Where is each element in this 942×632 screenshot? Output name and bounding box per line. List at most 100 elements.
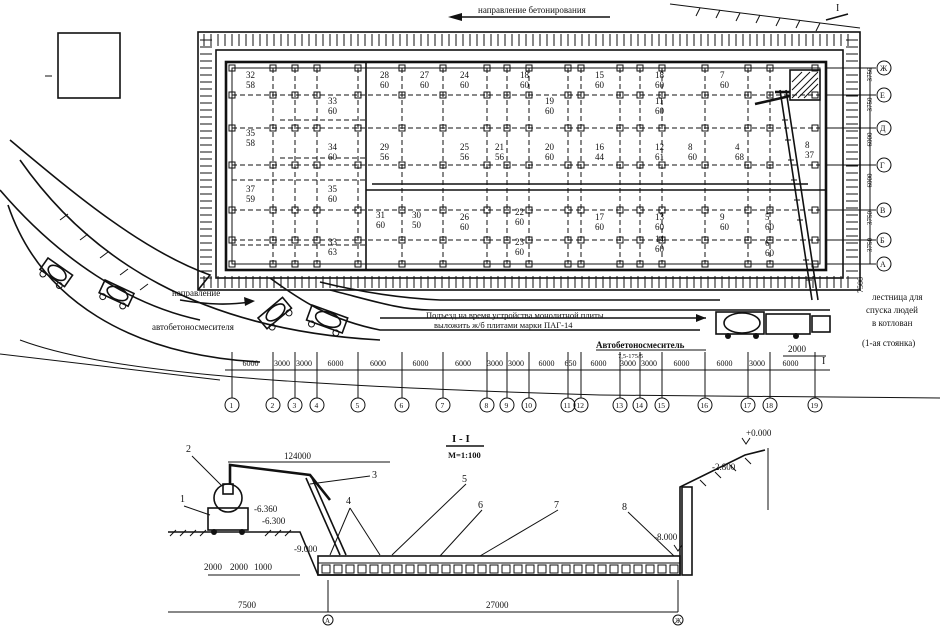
axis-number: 16 [701, 401, 709, 410]
axis-number: 8 [485, 401, 489, 410]
pour-section-number: 16 [595, 142, 605, 152]
concrete-pump-section [207, 463, 347, 556]
section-title: I - I [452, 433, 470, 445]
stair-note: лестница для спуска людей в котлован (1-… [783, 277, 923, 357]
axis-number: 4 [315, 401, 319, 410]
axis-letter: Б [880, 236, 885, 245]
pour-section-value: 60 [765, 248, 775, 258]
pour-section-number: 15 [595, 70, 605, 80]
pour-section-number: 30 [412, 210, 422, 220]
site-building-outline [57, 32, 121, 99]
stair-note-line3: в котлован [872, 318, 913, 328]
axis-letter: Ж [880, 64, 888, 73]
mixer-direction-line2: автобетоносмесителя [152, 322, 234, 332]
pour-section-value: 60 [515, 217, 525, 227]
access-note: Подъезд на время устройства монолитной п… [380, 310, 706, 330]
axis-number-dim: 3000 [620, 359, 636, 368]
axis-number-dim: 6000 [783, 359, 799, 368]
axis-number: 2 [271, 401, 275, 410]
pour-section-number: 31 [376, 210, 385, 220]
pour-section-value: 60 [376, 220, 386, 230]
pour-section-number: 14 [655, 234, 665, 244]
axis-number-dim: 3000 [296, 359, 312, 368]
small-size-label: 7,5-175/5 [618, 353, 643, 360]
axis-number-dim: 3000 [508, 359, 524, 368]
pour-section-value: 50 [412, 220, 422, 230]
pour-section-number: 33 [328, 96, 338, 106]
axis-number-dim: 6000 [328, 359, 344, 368]
pour-section-value: 60 [720, 80, 730, 90]
stand-note: (1-ая стоянка) [862, 338, 915, 348]
foundation-pit-plan: 3258286027602460186015601860760336019601… [197, 31, 861, 291]
axis-number-dim: 3000 [749, 359, 765, 368]
section-cut-mark: I I [822, 3, 849, 367]
direction-label: направление бетонирования [478, 5, 586, 15]
pour-section-value: 60 [595, 80, 605, 90]
pour-section-number: 24 [460, 70, 470, 80]
axis-number: 5 [356, 401, 360, 410]
callout-4: 4 [346, 496, 351, 507]
level-top: +0.000 [746, 428, 772, 438]
axis-letter: Г [880, 161, 885, 170]
section-axis-a: А [325, 617, 330, 625]
stair-note-line2: спуска людей [866, 305, 918, 315]
pour-section-value: 37 [805, 150, 815, 160]
pour-section-number: 35 [328, 184, 338, 194]
axis-number: 15 [658, 401, 666, 410]
level-6360: -6.360 [254, 504, 278, 514]
pour-section-value: 60 [720, 222, 730, 232]
axis-letter-dim: 3750 [866, 67, 874, 82]
pour-section-value: 68 [735, 152, 745, 162]
axis-number: 3 [293, 401, 297, 410]
pour-section-value: 60 [545, 106, 555, 116]
axis-number-dim: 6000 [455, 359, 471, 368]
axis-number-dim: 6000 [717, 359, 733, 368]
pour-section-value: 60 [460, 222, 470, 232]
pour-section-value: 60 [420, 80, 430, 90]
concreting-direction: направление бетонирования [448, 5, 610, 21]
section-axis-zh: Ж [675, 617, 682, 625]
pour-section-value: 56 [460, 152, 470, 162]
axis-letter-dim: 3750 [866, 238, 874, 253]
pour-section-number: 22 [515, 207, 524, 217]
pour-section-number: 9 [720, 212, 725, 222]
axis-letter: Д [880, 124, 886, 133]
axis-letter-dim: 6000 [866, 132, 874, 147]
pour-section-value: 60 [520, 80, 530, 90]
callout-7: 7 [554, 500, 559, 511]
axis-number-dim: 6000 [243, 359, 259, 368]
axis-number: 18 [766, 401, 774, 410]
pour-section-number: 33 [328, 237, 338, 247]
dim-27000: 27000 [486, 600, 509, 610]
pour-section-value: 60 [688, 152, 698, 162]
right-dim-7500: 7500 [856, 277, 865, 293]
axis-number: 12 [577, 401, 585, 410]
callout-6: 6 [478, 500, 483, 511]
slab-pour-sections: 3258286027602460186015601860760336019601… [246, 70, 815, 258]
section-i-i: I - I M=1:100 [168, 428, 772, 626]
axis-number-dim: 6000 [539, 359, 555, 368]
stair-note-line1: лестница для [872, 292, 923, 302]
access-road [0, 139, 941, 399]
pour-section-number: 23 [515, 237, 525, 247]
axis-number-dim: 6000 [370, 359, 386, 368]
callout-leaders [183, 455, 675, 557]
pour-section-number: 19 [545, 96, 555, 106]
callout-5: 5 [462, 474, 467, 485]
mixer-label: Автобетоносмеситель [596, 340, 685, 350]
slab-joints [232, 62, 826, 270]
pour-section-value: 60 [515, 247, 525, 257]
section-scale: M=1:100 [448, 450, 481, 460]
pour-section-value: 60 [545, 152, 555, 162]
pour-section-number: 21 [495, 142, 504, 152]
mixer-direction-line1: направление [172, 288, 220, 298]
slab-support-blocks [321, 564, 679, 574]
concrete-pump-boom [754, 69, 821, 301]
pour-section-value: 60 [328, 194, 338, 204]
pour-section-number: 28 [380, 70, 390, 80]
level-6300: -6.300 [262, 516, 286, 526]
section-mark-label-bottom: I [822, 356, 825, 367]
pour-section-number: 17 [595, 212, 605, 222]
right-dim-2000: 2000 [788, 344, 807, 354]
pour-section-value: 60 [655, 222, 665, 232]
